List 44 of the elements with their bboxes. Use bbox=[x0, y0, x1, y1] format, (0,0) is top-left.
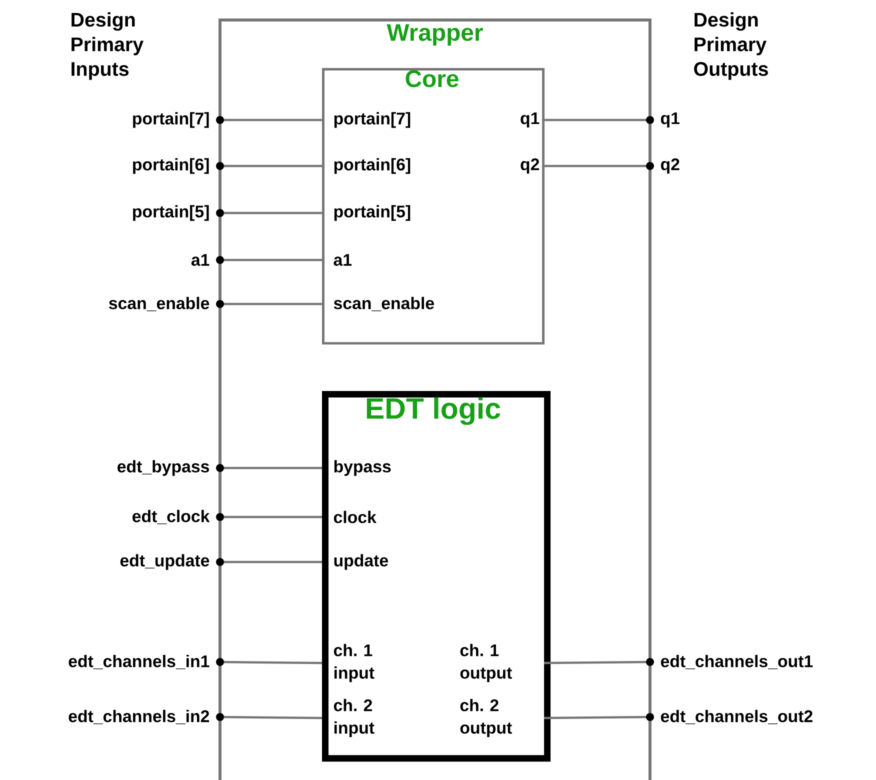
wire bbox=[216, 464, 322, 472]
pin-label: a1 bbox=[334, 254, 352, 266]
port-label: scan_enable bbox=[109, 296, 210, 312]
pin-label: portain[5] bbox=[334, 205, 410, 221]
wire bbox=[216, 256, 322, 264]
wire bbox=[216, 658, 322, 666]
wire bbox=[216, 713, 322, 721]
port-label: a1 bbox=[191, 254, 210, 266]
wire bbox=[216, 162, 322, 170]
pin-label: scan_enable bbox=[334, 296, 434, 312]
pin-label: clock bbox=[334, 510, 376, 524]
pin-label: q2 bbox=[520, 158, 540, 174]
heading-text: Design Primary Outputs bbox=[694, 12, 768, 80]
port-label: portain[6] bbox=[133, 158, 209, 174]
wire bbox=[216, 300, 322, 308]
port-label: edt_channels_in2 bbox=[68, 710, 210, 724]
pin-label: portain[6] bbox=[334, 158, 410, 174]
pin-label: bypass bbox=[334, 460, 391, 476]
wire bbox=[542, 116, 654, 124]
wire bbox=[216, 116, 322, 124]
port-label: edt_clock bbox=[132, 510, 210, 524]
wire bbox=[216, 558, 322, 566]
port-label: edt_update bbox=[120, 554, 210, 570]
pin-label: ch. 2 input bbox=[334, 698, 374, 738]
port-label: q2 bbox=[660, 158, 680, 174]
port-label: q1 bbox=[660, 112, 680, 128]
port-label: edt_bypass bbox=[118, 460, 210, 476]
pin-label: update bbox=[334, 554, 388, 570]
wire bbox=[542, 162, 654, 170]
pin-label: portain[7] bbox=[334, 112, 410, 128]
port-label: edt_channels_out2 bbox=[660, 710, 812, 724]
port-label: edt_channels_in1 bbox=[68, 654, 210, 670]
wire bbox=[544, 658, 654, 666]
pin-label: ch. 1 output bbox=[460, 644, 512, 682]
pin-label: ch. 1 input bbox=[334, 644, 374, 682]
wire bbox=[216, 513, 322, 521]
port-label: portain[7] bbox=[133, 112, 209, 128]
port-label: edt_channels_out1 bbox=[660, 654, 813, 670]
pin-label: ch. 2 output bbox=[460, 698, 512, 738]
pin-label: q1 bbox=[520, 112, 540, 128]
wire bbox=[544, 713, 654, 721]
port-label: portain[5] bbox=[133, 205, 209, 221]
wire bbox=[216, 209, 322, 217]
heading-text: Design Primary Inputs bbox=[72, 12, 144, 80]
